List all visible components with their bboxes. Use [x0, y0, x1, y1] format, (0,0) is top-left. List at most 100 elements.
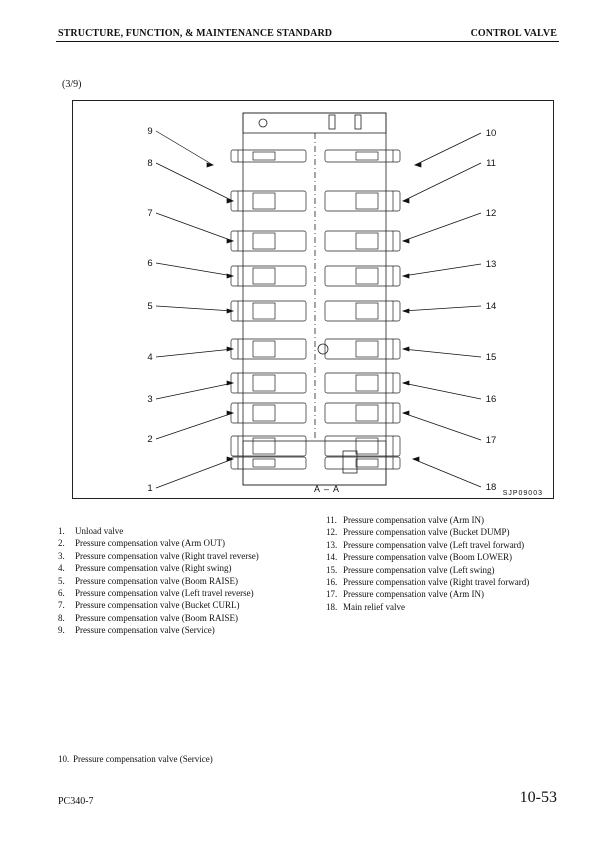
- leader-arrow: [226, 308, 235, 314]
- leader-arrow: [226, 346, 235, 352]
- legend-list-right: 11.Pressure compensation valve (Arm IN)1…: [326, 514, 529, 613]
- legend-item-number: 17.: [326, 589, 338, 600]
- callout-label-left: 9: [147, 126, 152, 137]
- legend-item-text: Pressure compensation valve (Boom LOWER): [343, 552, 512, 563]
- leader-line: [412, 458, 482, 488]
- header-section-title: STRUCTURE, FUNCTION, & MAINTENANCE STAND…: [58, 28, 333, 39]
- right-spool: [324, 338, 401, 360]
- right-spool: [324, 435, 401, 457]
- legend-item-text: Pressure compensation valve (Right swing…: [75, 563, 232, 574]
- legend-item-number: 4.: [58, 563, 65, 574]
- legend-item: 11.Pressure compensation valve (Arm IN): [326, 514, 529, 526]
- right-spool: [324, 372, 401, 394]
- callout-label-left: 1: [147, 483, 152, 494]
- callout-label-left: 3: [147, 394, 152, 405]
- leader-arrow: [226, 456, 235, 462]
- legend-item: 15.Pressure compensation valve (Left swi…: [326, 564, 529, 576]
- leader-line: [402, 305, 482, 312]
- right-spool: [324, 230, 401, 252]
- legend-item: 18.Main relief valve: [326, 601, 529, 613]
- legend-item-number: 10.: [58, 754, 70, 764]
- bolt: [354, 114, 362, 130]
- left-spool-core: [252, 374, 276, 392]
- left-spool: [230, 338, 307, 360]
- legend-item-number: 11.: [326, 515, 337, 525]
- right-spool: [324, 190, 401, 212]
- callout-label-left: 2: [147, 434, 152, 445]
- leader-arrow: [226, 380, 235, 386]
- left-spool: [230, 456, 307, 470]
- left-spool: [230, 230, 307, 252]
- legend-item-text: Pressure compensation valve (Right trave…: [75, 550, 259, 561]
- legend-item-text: Pressure compensation valve (Bucket DUMP…: [343, 527, 510, 538]
- section-label: A – A: [314, 484, 340, 494]
- left-spool-core: [252, 232, 276, 250]
- callout-label-right: 12: [486, 208, 497, 219]
- callout-label-right: 18: [486, 482, 497, 493]
- legend-item: 16.Pressure compensation valve (Right tr…: [326, 576, 529, 588]
- legend-item-number: 1.: [58, 526, 65, 536]
- left-spool: [230, 300, 307, 322]
- right-spool: [324, 402, 401, 424]
- callout-label-right: 17: [486, 435, 497, 446]
- right-spool-core: [355, 404, 379, 422]
- callout-label-left: 5: [147, 301, 152, 312]
- legend-item-text: Pressure compensation valve (Arm IN): [343, 589, 484, 600]
- legend-item-number: 12.: [326, 527, 338, 538]
- legend-item-number: 14.: [326, 552, 338, 563]
- leader-arrow: [401, 198, 410, 204]
- leader-line: [155, 348, 234, 358]
- callout-label-left: 6: [147, 258, 152, 269]
- callout-label-left: 4: [147, 352, 152, 363]
- left-spool-core: [252, 302, 276, 320]
- leader-arrow: [401, 380, 410, 386]
- legend-item-text: Unload valve: [75, 526, 124, 536]
- legend-item-text: Pressure compensation valve (Service): [75, 625, 215, 636]
- legend-item-text: Pressure compensation valve (Arm OUT): [75, 538, 225, 549]
- legend-item-text: Pressure compensation valve (Left swing): [343, 564, 495, 575]
- legend-list-bottom: 10.Pressure compensation valve (Service): [58, 753, 213, 765]
- right-spool-core: [355, 232, 379, 250]
- left-spool-core: [252, 404, 276, 422]
- leader-line: [155, 458, 234, 489]
- left-spool-core: [252, 151, 276, 161]
- leader-arrow: [401, 410, 410, 416]
- callout-label-right: 13: [486, 259, 497, 270]
- legend-item-number: 9.: [58, 625, 65, 636]
- valve-block-bottom-cap: [242, 440, 387, 486]
- right-spool: [324, 265, 401, 287]
- callout-label-right: 15: [486, 352, 497, 363]
- bolt: [328, 114, 336, 130]
- legend-item-number: 5.: [58, 575, 65, 586]
- leader-arrow: [226, 238, 235, 244]
- leader-arrow: [413, 162, 422, 168]
- leader-arrow: [401, 308, 410, 314]
- leader-line: [155, 212, 234, 242]
- right-spool: [324, 300, 401, 322]
- leader-line: [155, 162, 234, 202]
- right-spool-core: [355, 151, 379, 161]
- leader-line: [414, 132, 482, 166]
- right-spool-core: [355, 374, 379, 392]
- right-spool-core: [355, 302, 379, 320]
- right-spool-core: [355, 340, 379, 358]
- footer-page-number: 10-53: [519, 789, 557, 806]
- figure-code: SJP09003: [503, 490, 543, 497]
- legend-item: 1. Unload valve: [58, 525, 259, 537]
- legend-item-text: Pressure compensation valve (Left travel…: [343, 539, 525, 550]
- callout-label-left: 7: [147, 208, 152, 219]
- legend-item: 14. Pressure compensation valve (Boom LOW…: [326, 551, 529, 563]
- leader-line: [402, 412, 482, 441]
- right-spool-core: [355, 192, 379, 210]
- legend-item-text: Pressure compensation valve (Boom RAISE): [75, 612, 238, 623]
- legend-item: 17. Pressure compensation valve (Arm IN): [326, 588, 529, 600]
- legend-item-text: Pressure compensation valve (Right trave…: [343, 577, 530, 588]
- leader-line: [155, 262, 234, 277]
- left-spool: [230, 402, 307, 424]
- plug: [258, 118, 268, 128]
- left-spool: [230, 372, 307, 394]
- callout-label-left: 8: [147, 158, 152, 169]
- callout-label-right: 14: [486, 301, 497, 312]
- right-spool-core: [355, 267, 379, 285]
